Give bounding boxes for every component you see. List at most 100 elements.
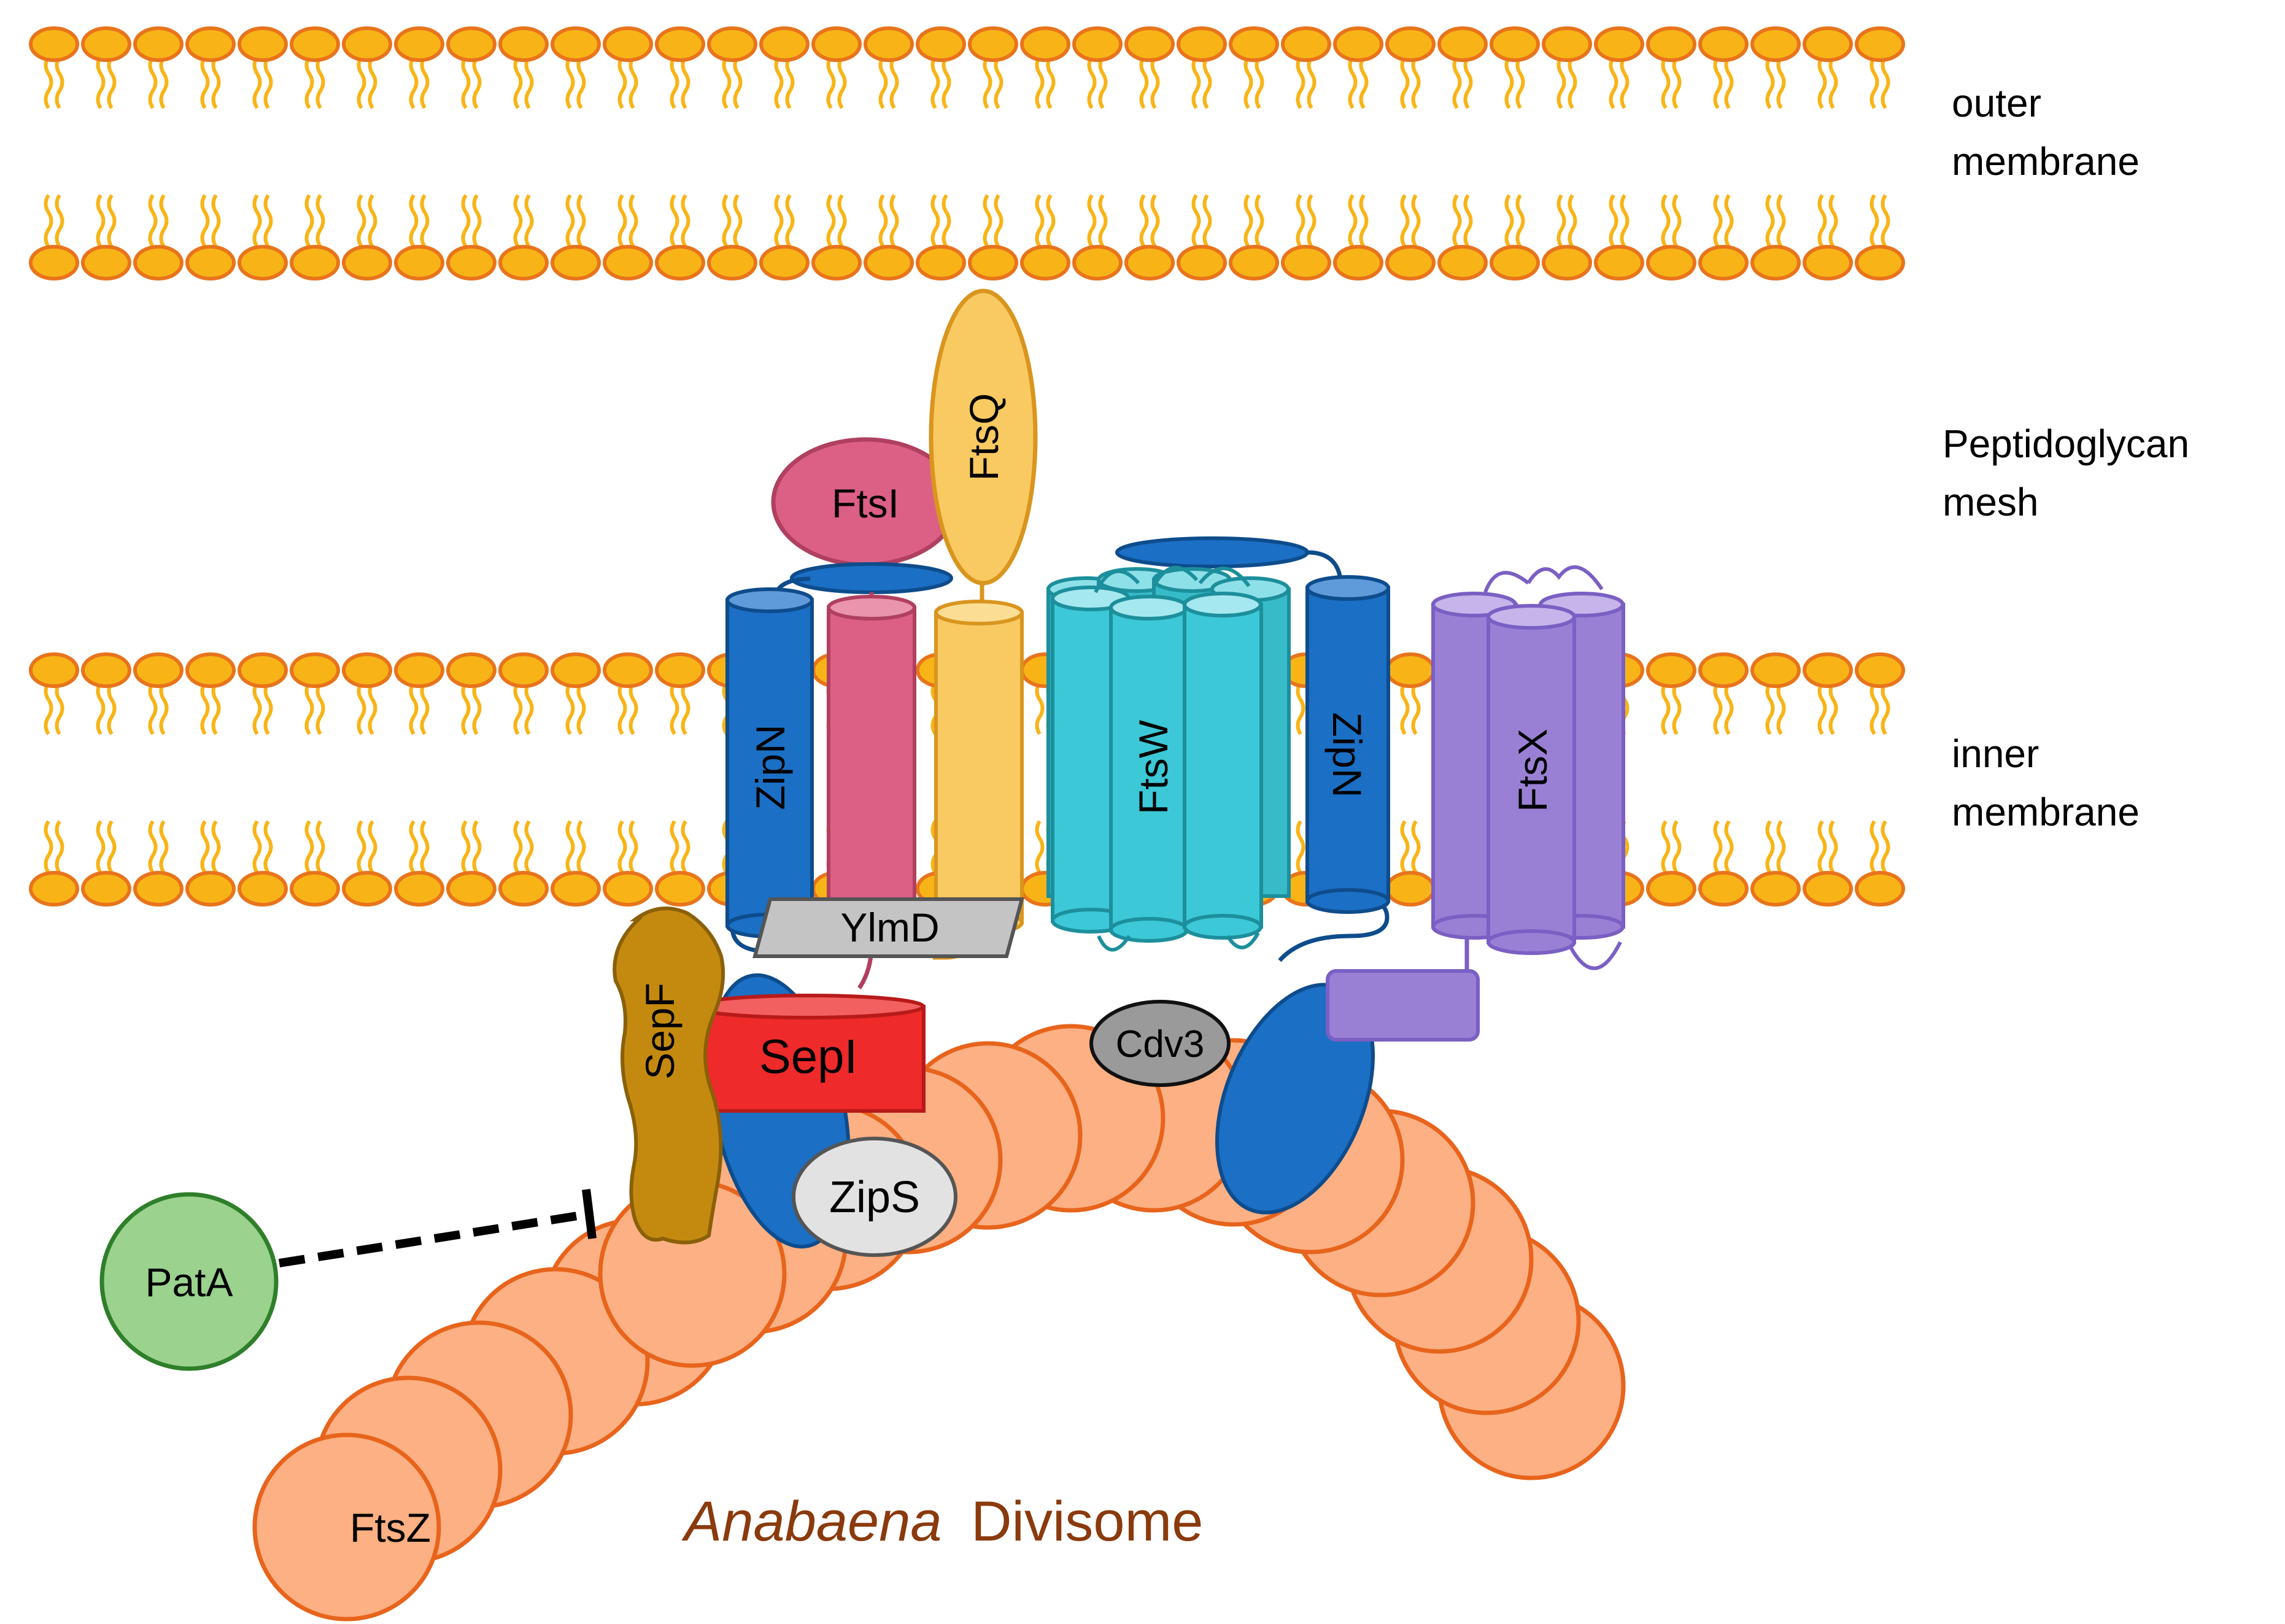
lipid-head <box>1126 247 1173 279</box>
lipid-head <box>970 28 1016 60</box>
sepi-label: SepI <box>759 1029 857 1083</box>
lipid-tail <box>1246 195 1262 247</box>
lipid-tail <box>1611 56 1628 108</box>
inner-membrane-label-line2: membrane <box>1952 790 2140 834</box>
lipid-tail <box>203 821 219 873</box>
lipid-tail <box>516 821 532 873</box>
lipid-head <box>1439 28 1486 60</box>
lipid-tail <box>1715 682 1732 734</box>
lipid-head <box>1387 873 1434 905</box>
lipid-tail <box>463 821 480 873</box>
lipid-head <box>83 28 130 60</box>
lipid-head <box>1022 247 1069 279</box>
zipn-left-protein <box>725 587 814 938</box>
lipid-head <box>605 247 651 279</box>
lipid-tail <box>1455 195 1471 247</box>
outer-membrane-label-line1: outer <box>1952 81 2041 125</box>
lipid-head <box>1648 247 1695 279</box>
lipid-tail <box>1715 56 1732 108</box>
lipid-tail <box>724 56 741 108</box>
lipid-head <box>135 873 182 905</box>
ftsq-label: FtsQ <box>961 393 1007 481</box>
lipid-tail <box>411 56 428 108</box>
lipid-head <box>1178 28 1225 60</box>
lipid-head <box>1387 654 1434 686</box>
lipid-head <box>239 873 286 905</box>
lipid-head <box>396 247 443 279</box>
lipid-head <box>1752 28 1799 60</box>
lipid-tail <box>46 195 63 247</box>
lipid-tail <box>46 56 63 108</box>
lipid-tail <box>1089 195 1106 247</box>
lipid-head <box>1022 28 1069 60</box>
title-rest: Divisome <box>971 1490 1203 1553</box>
lipid-tail <box>724 195 741 247</box>
lipid-head <box>813 247 860 279</box>
lipid-tail <box>255 821 271 873</box>
lipid-tail <box>985 56 1002 108</box>
lipid-head <box>187 247 234 279</box>
lipid-head <box>1283 28 1329 60</box>
lipid-head <box>448 247 495 279</box>
lipid-tail <box>1194 56 1210 108</box>
lipid-head <box>239 654 286 686</box>
lipid-tail <box>1402 682 1419 734</box>
lipid-head <box>709 247 756 279</box>
lipid-tail <box>98 195 115 247</box>
lipid-tail <box>359 56 376 108</box>
lipid-tail <box>1715 821 1732 873</box>
lipid-head <box>1074 247 1121 279</box>
lipid-tail <box>1663 195 1680 247</box>
ftsw-protein <box>1046 565 1291 952</box>
lipid-tail <box>1402 56 1419 108</box>
lipid-tail <box>1820 682 1836 734</box>
lipid-head <box>500 873 547 905</box>
ylmd-protein <box>752 897 1024 958</box>
lipid-head <box>552 654 599 686</box>
lipid-tail <box>1872 56 1889 108</box>
lipid-head <box>448 28 495 60</box>
lipid-head <box>1700 654 1747 686</box>
lipid-head <box>448 873 495 905</box>
lipid-head <box>1544 28 1590 60</box>
lipid-head <box>187 654 234 686</box>
lipid-tail <box>359 195 376 247</box>
ftsx-label: FtsX <box>1510 729 1555 812</box>
outer-membrane <box>31 28 1903 279</box>
lipid-tail <box>516 56 532 108</box>
lipid-tail <box>307 56 323 108</box>
lipid-tail <box>203 56 219 108</box>
zipn-right-protein <box>1305 575 1390 914</box>
lipid-head <box>1752 654 1799 686</box>
lipid-tail <box>1246 56 1262 108</box>
lipid-head <box>970 247 1016 279</box>
sepf-protein <box>613 907 725 1245</box>
lipid-head <box>1648 873 1695 905</box>
lipid-head <box>1231 28 1277 60</box>
ftsz-label: FtsZ <box>350 1505 431 1550</box>
lipid-tail <box>1872 821 1889 873</box>
lipid-head <box>1804 247 1851 279</box>
lipid-tail <box>516 195 532 247</box>
lipid-tail <box>150 682 167 734</box>
lipid-head <box>239 28 286 60</box>
lipid-tail <box>568 821 584 873</box>
lipid-head <box>813 28 860 60</box>
lipid-tail <box>1872 682 1889 734</box>
lipid-head <box>344 28 390 60</box>
lipid-tail <box>1611 195 1628 247</box>
lipid-tail <box>307 821 323 873</box>
peptidoglycan-label-line1: Peptidoglycan <box>1943 422 2189 466</box>
lipid-tail <box>881 56 897 108</box>
lipid-head <box>1544 247 1590 279</box>
zips-protein <box>792 1137 957 1257</box>
lipid-head <box>344 873 390 905</box>
zipn-left-label: ZipN <box>748 724 793 810</box>
lipid-tail <box>985 195 1002 247</box>
lipid-head <box>552 247 599 279</box>
lipid-head <box>500 247 547 279</box>
lipid-tail <box>463 682 480 734</box>
lipid-tail <box>568 682 584 734</box>
lipid-head <box>657 873 703 905</box>
lipid-tail <box>672 56 689 108</box>
